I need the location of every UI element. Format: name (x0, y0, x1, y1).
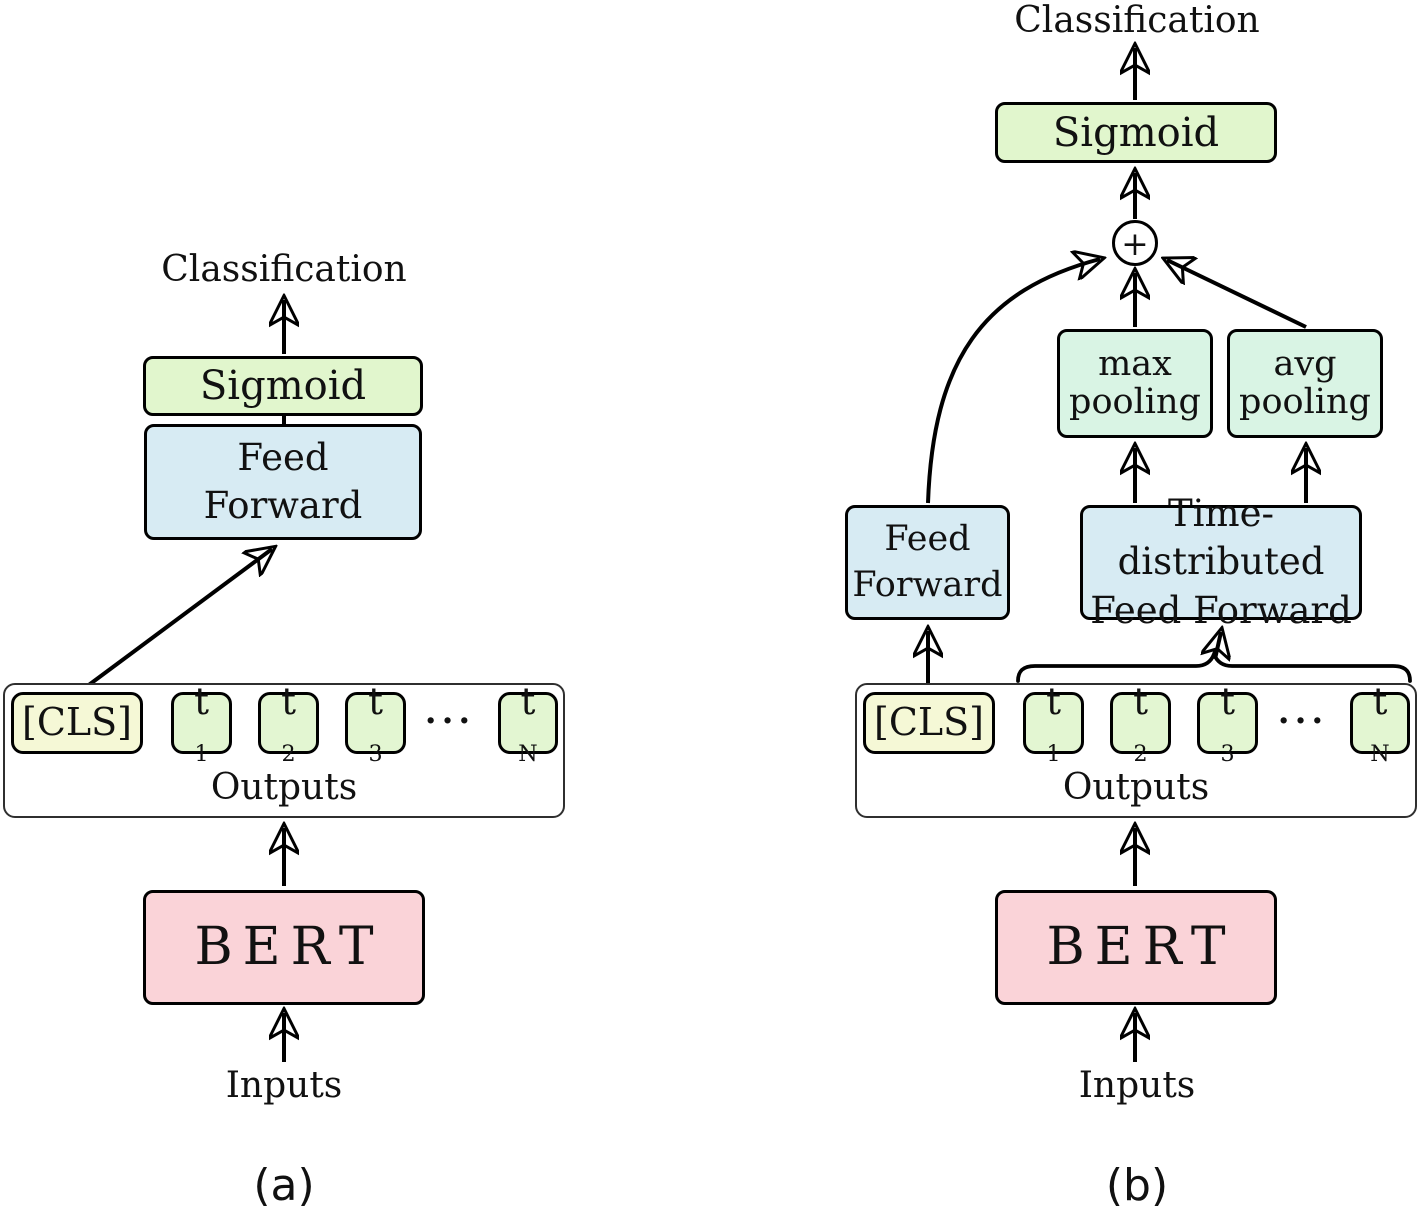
max-pooling-line2-b: pooling (1069, 381, 1201, 422)
arrow-feedforward-to-plus-b (926, 259, 1100, 504)
sigmoid-label-a: Sigmoid (199, 363, 367, 409)
time-distributed-ff-box-b: Time-distributed Feed Forward (1080, 492, 1362, 632)
outputs-label-b: Outputs (1062, 766, 1210, 808)
classification-label-b: Classification (1014, 0, 1260, 41)
sigmoid-label-b: Sigmoid (1052, 109, 1220, 156)
token-cls-label-a: [CLS] (22, 700, 132, 745)
token-cls-b: [CLS] (863, 692, 995, 754)
ellipsis-b: ··· (1277, 701, 1329, 741)
feed-forward-box-a: Feed Forward (144, 424, 422, 540)
feed-forward-line1-b: Feed (884, 519, 971, 559)
classification-label-a: Classification (161, 248, 407, 290)
plus-label-b: + (1121, 223, 1149, 263)
inputs-label-a: Inputs (225, 1064, 343, 1106)
panel-caption-a: (a) (253, 1160, 315, 1211)
arrow-cls-to-feedforward-a (80, 549, 272, 692)
ellipsis-a: ··· (424, 701, 476, 741)
sigmoid-box-a: Sigmoid (143, 356, 423, 416)
inputs-label-b: Inputs (1078, 1064, 1196, 1106)
avg-pooling-box-b: avg pooling (1227, 329, 1383, 438)
bert-box-a: BERT (143, 890, 425, 1005)
outputs-label-a: Outputs (210, 766, 358, 808)
panel-caption-b: (b) (1105, 1160, 1169, 1211)
arrow-brace-to-tdff-b (1215, 632, 1221, 659)
feed-forward-line1-a: Feed (237, 435, 329, 479)
bert-label-a: BERT (194, 916, 384, 977)
feed-forward-box-b: Feed Forward (845, 505, 1010, 620)
feed-forward-line2-a: Forward (203, 484, 363, 527)
token-cls-label-b: [CLS] (874, 700, 984, 745)
tdff-line2-b: Feed Forward (1090, 588, 1352, 632)
max-pooling-line1-b: max (1098, 344, 1172, 385)
bert-box-b: BERT (995, 890, 1277, 1005)
max-pooling-box-b: max pooling (1057, 329, 1213, 438)
sigmoid-box-b: Sigmoid (995, 102, 1277, 163)
avg-pooling-line1-b: avg (1273, 344, 1337, 385)
avg-pooling-line2-b: pooling (1239, 381, 1371, 422)
plus-node-b: + (1112, 220, 1158, 266)
bert-label-b: BERT (1046, 916, 1236, 977)
arrow-avgpool-to-plus-b (1167, 260, 1307, 329)
token-cls-a: [CLS] (11, 692, 143, 754)
feed-forward-line2-b: Forward (852, 564, 1003, 605)
tdff-line1-b: Time-distributed (1117, 492, 1325, 584)
